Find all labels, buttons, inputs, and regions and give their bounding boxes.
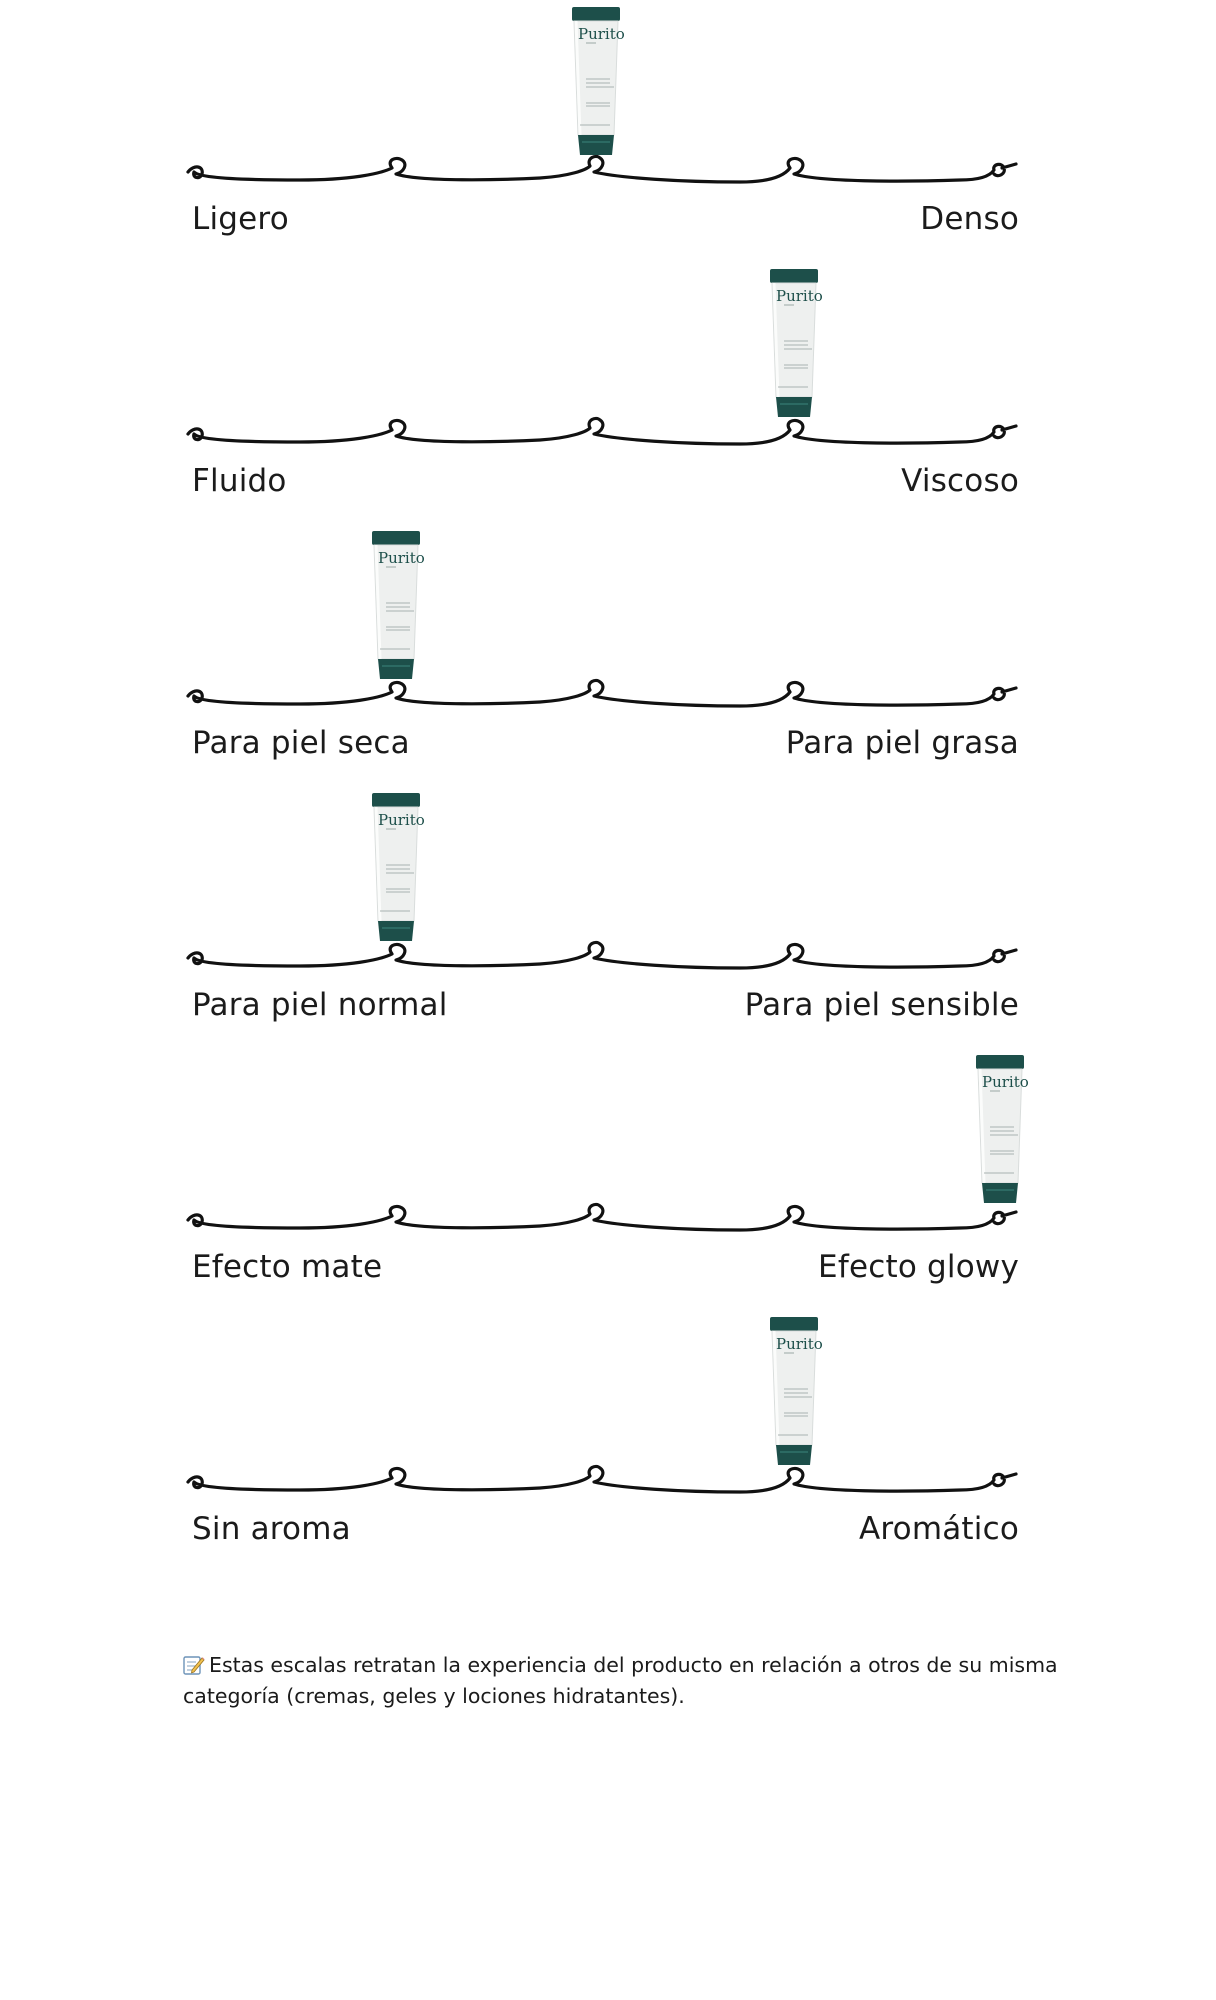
scale-right-label: Viscoso	[901, 463, 1019, 499]
note-text: Estas escalas retratan la experiencia de…	[183, 1653, 1058, 1708]
tube-brand-text: Purito	[776, 1335, 823, 1353]
scale-wire-path	[186, 154, 1018, 184]
scale-left-label: Para piel normal	[192, 987, 448, 1023]
scale-wire-path	[186, 416, 1018, 446]
tube-top-band	[372, 793, 420, 807]
product-tube-marker: Purito	[372, 793, 425, 941]
scale-right-label: Denso	[920, 201, 1019, 237]
tube-cap	[776, 397, 812, 417]
scale-left-label: Sin aroma	[192, 1511, 351, 1547]
scale-wire	[186, 154, 1018, 184]
tube-top-band	[572, 7, 620, 21]
product-tube-marker: Purito	[572, 7, 625, 155]
scale-wire-path	[186, 678, 1018, 708]
scale-right-label: Para piel grasa	[785, 725, 1019, 761]
tube-brand-text: Purito	[776, 287, 823, 305]
tube-top-band	[976, 1055, 1024, 1069]
tube-top-band	[372, 531, 420, 545]
scale-wire-path	[186, 940, 1018, 970]
tube-cap	[776, 1445, 812, 1465]
scale-right-label: Para piel sensible	[744, 987, 1019, 1023]
product-tube-marker: Purito	[976, 1055, 1029, 1203]
tube-top-band	[770, 269, 818, 283]
scale-wire-path	[186, 1202, 1018, 1232]
tube-brand-text: Purito	[578, 25, 625, 43]
memo-icon	[183, 1656, 205, 1675]
scale-wire	[186, 940, 1018, 970]
scale-left-label: Para piel seca	[192, 725, 410, 761]
product-tube-marker: Purito	[770, 1317, 823, 1465]
scale-wire	[186, 678, 1018, 708]
tube-cap	[578, 135, 614, 155]
product-tube-marker: Purito	[770, 269, 823, 417]
scale-right-label: Efecto glowy	[818, 1249, 1019, 1285]
scale-note: Estas escalas retratan la experiencia de…	[183, 1650, 1063, 1712]
tube-brand-text: Purito	[982, 1073, 1029, 1091]
scale-right-label: Aromático	[858, 1511, 1019, 1547]
scale-left-label: Ligero	[192, 201, 289, 237]
scale-wire	[186, 1464, 1018, 1494]
scale-wire	[186, 416, 1018, 446]
scale-wire-path	[186, 1464, 1018, 1494]
tube-cap	[378, 921, 414, 941]
tube-brand-text: Purito	[378, 811, 425, 829]
tube-cap	[982, 1183, 1018, 1203]
tube-top-band	[770, 1317, 818, 1331]
scale-left-label: Fluido	[192, 463, 287, 499]
tube-brand-text: Purito	[378, 549, 425, 567]
scale-wire	[186, 1202, 1018, 1232]
tube-cap	[378, 659, 414, 679]
product-tube-marker: Purito	[372, 531, 425, 679]
scale-left-label: Efecto mate	[192, 1249, 383, 1285]
